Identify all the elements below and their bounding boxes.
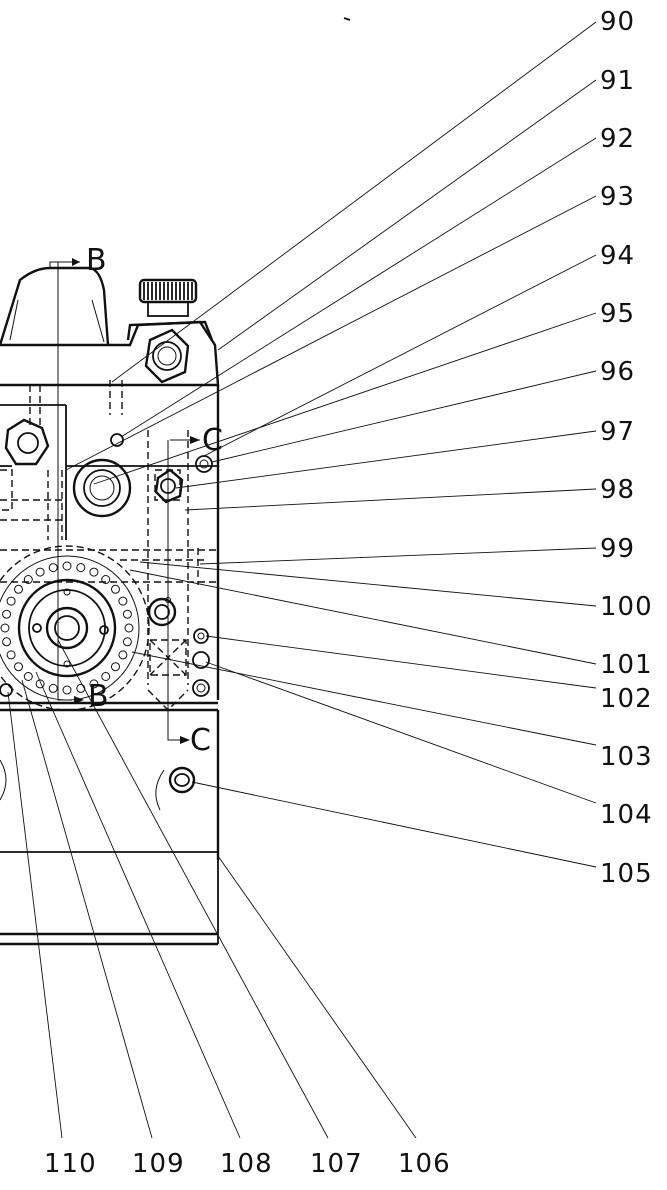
round-boss xyxy=(72,458,132,518)
gear-tooth xyxy=(62,561,72,571)
section-b-top-label: B xyxy=(86,243,107,278)
ref-label-92: 92 xyxy=(600,124,635,154)
gear-tooth xyxy=(101,575,111,584)
gear-tooth xyxy=(23,672,33,681)
gear-tooth xyxy=(76,563,86,573)
ref-label-101: 101 xyxy=(600,650,653,680)
gear-tooth xyxy=(2,609,12,619)
gear-tooth xyxy=(118,650,128,660)
ref-label-106: 106 xyxy=(398,1149,451,1179)
gear-tooth xyxy=(14,662,23,672)
knurled-knob xyxy=(126,278,214,341)
bottom-labels: 110 109 108 107 106 xyxy=(44,1149,451,1179)
mark xyxy=(343,17,351,21)
gear-tooth xyxy=(14,584,23,594)
ref-label-91: 91 xyxy=(600,66,635,96)
ref-label-94: 94 xyxy=(600,241,635,271)
gear-tooth xyxy=(35,679,45,689)
section-line-c: C C xyxy=(167,423,223,758)
lower-housing xyxy=(0,683,220,946)
gear-tooth xyxy=(101,672,111,681)
section-c-top-label: C xyxy=(202,423,223,458)
gear-tooth xyxy=(6,596,16,606)
gear-tooth xyxy=(23,575,33,584)
gear-tooth xyxy=(48,563,58,573)
gear-tooth xyxy=(111,584,120,594)
gear-tooth xyxy=(122,637,132,647)
ref-label-102: 102 xyxy=(600,684,653,714)
ref-label-100: 100 xyxy=(600,592,653,622)
ref-label-99: 99 xyxy=(600,534,635,564)
ref-label-93: 93 xyxy=(600,182,635,212)
right-labels: 90 91 92 93 94 95 96 97 98 99 100 101 10… xyxy=(600,7,653,889)
gear-tooth xyxy=(48,683,58,693)
gear-tooth xyxy=(89,567,99,577)
gear-tooth xyxy=(111,662,120,672)
gear-tooth xyxy=(2,637,12,647)
gear-assembly xyxy=(0,545,150,711)
ref-label-98: 98 xyxy=(600,475,635,505)
gear-tooth xyxy=(62,685,72,695)
ref-label-105: 105 xyxy=(600,859,653,889)
leader-lines xyxy=(7,21,597,1139)
section-b-bottom-label: B xyxy=(88,679,109,714)
gear-tooth xyxy=(6,650,16,660)
section-line-b: B B xyxy=(49,243,109,714)
bolt-head xyxy=(195,455,213,473)
gear-tooth xyxy=(89,679,99,689)
ref-label-90: 90 xyxy=(600,7,635,37)
hex-nut-top xyxy=(144,328,190,384)
gear-tooth xyxy=(122,609,132,619)
gear-tooth xyxy=(76,683,86,693)
ref-label-109: 109 xyxy=(132,1149,185,1179)
ref-label-103: 103 xyxy=(600,742,653,772)
ref-label-95: 95 xyxy=(600,299,635,329)
ref-label-107: 107 xyxy=(310,1149,363,1179)
ref-label-96: 96 xyxy=(600,357,635,387)
ref-label-97: 97 xyxy=(600,417,635,447)
ref-label-104: 104 xyxy=(600,800,653,830)
gear-tooth xyxy=(124,623,134,633)
ref-label-110: 110 xyxy=(44,1149,97,1179)
gear-tooth xyxy=(0,623,10,633)
gear-tooth xyxy=(118,596,128,606)
section-c-bottom-label: C xyxy=(190,723,211,758)
gear-tooth xyxy=(35,567,45,577)
ref-label-108: 108 xyxy=(220,1149,273,1179)
hex-nut-left xyxy=(4,418,50,466)
middle-housing xyxy=(0,385,220,700)
hidden-passages xyxy=(0,470,218,585)
